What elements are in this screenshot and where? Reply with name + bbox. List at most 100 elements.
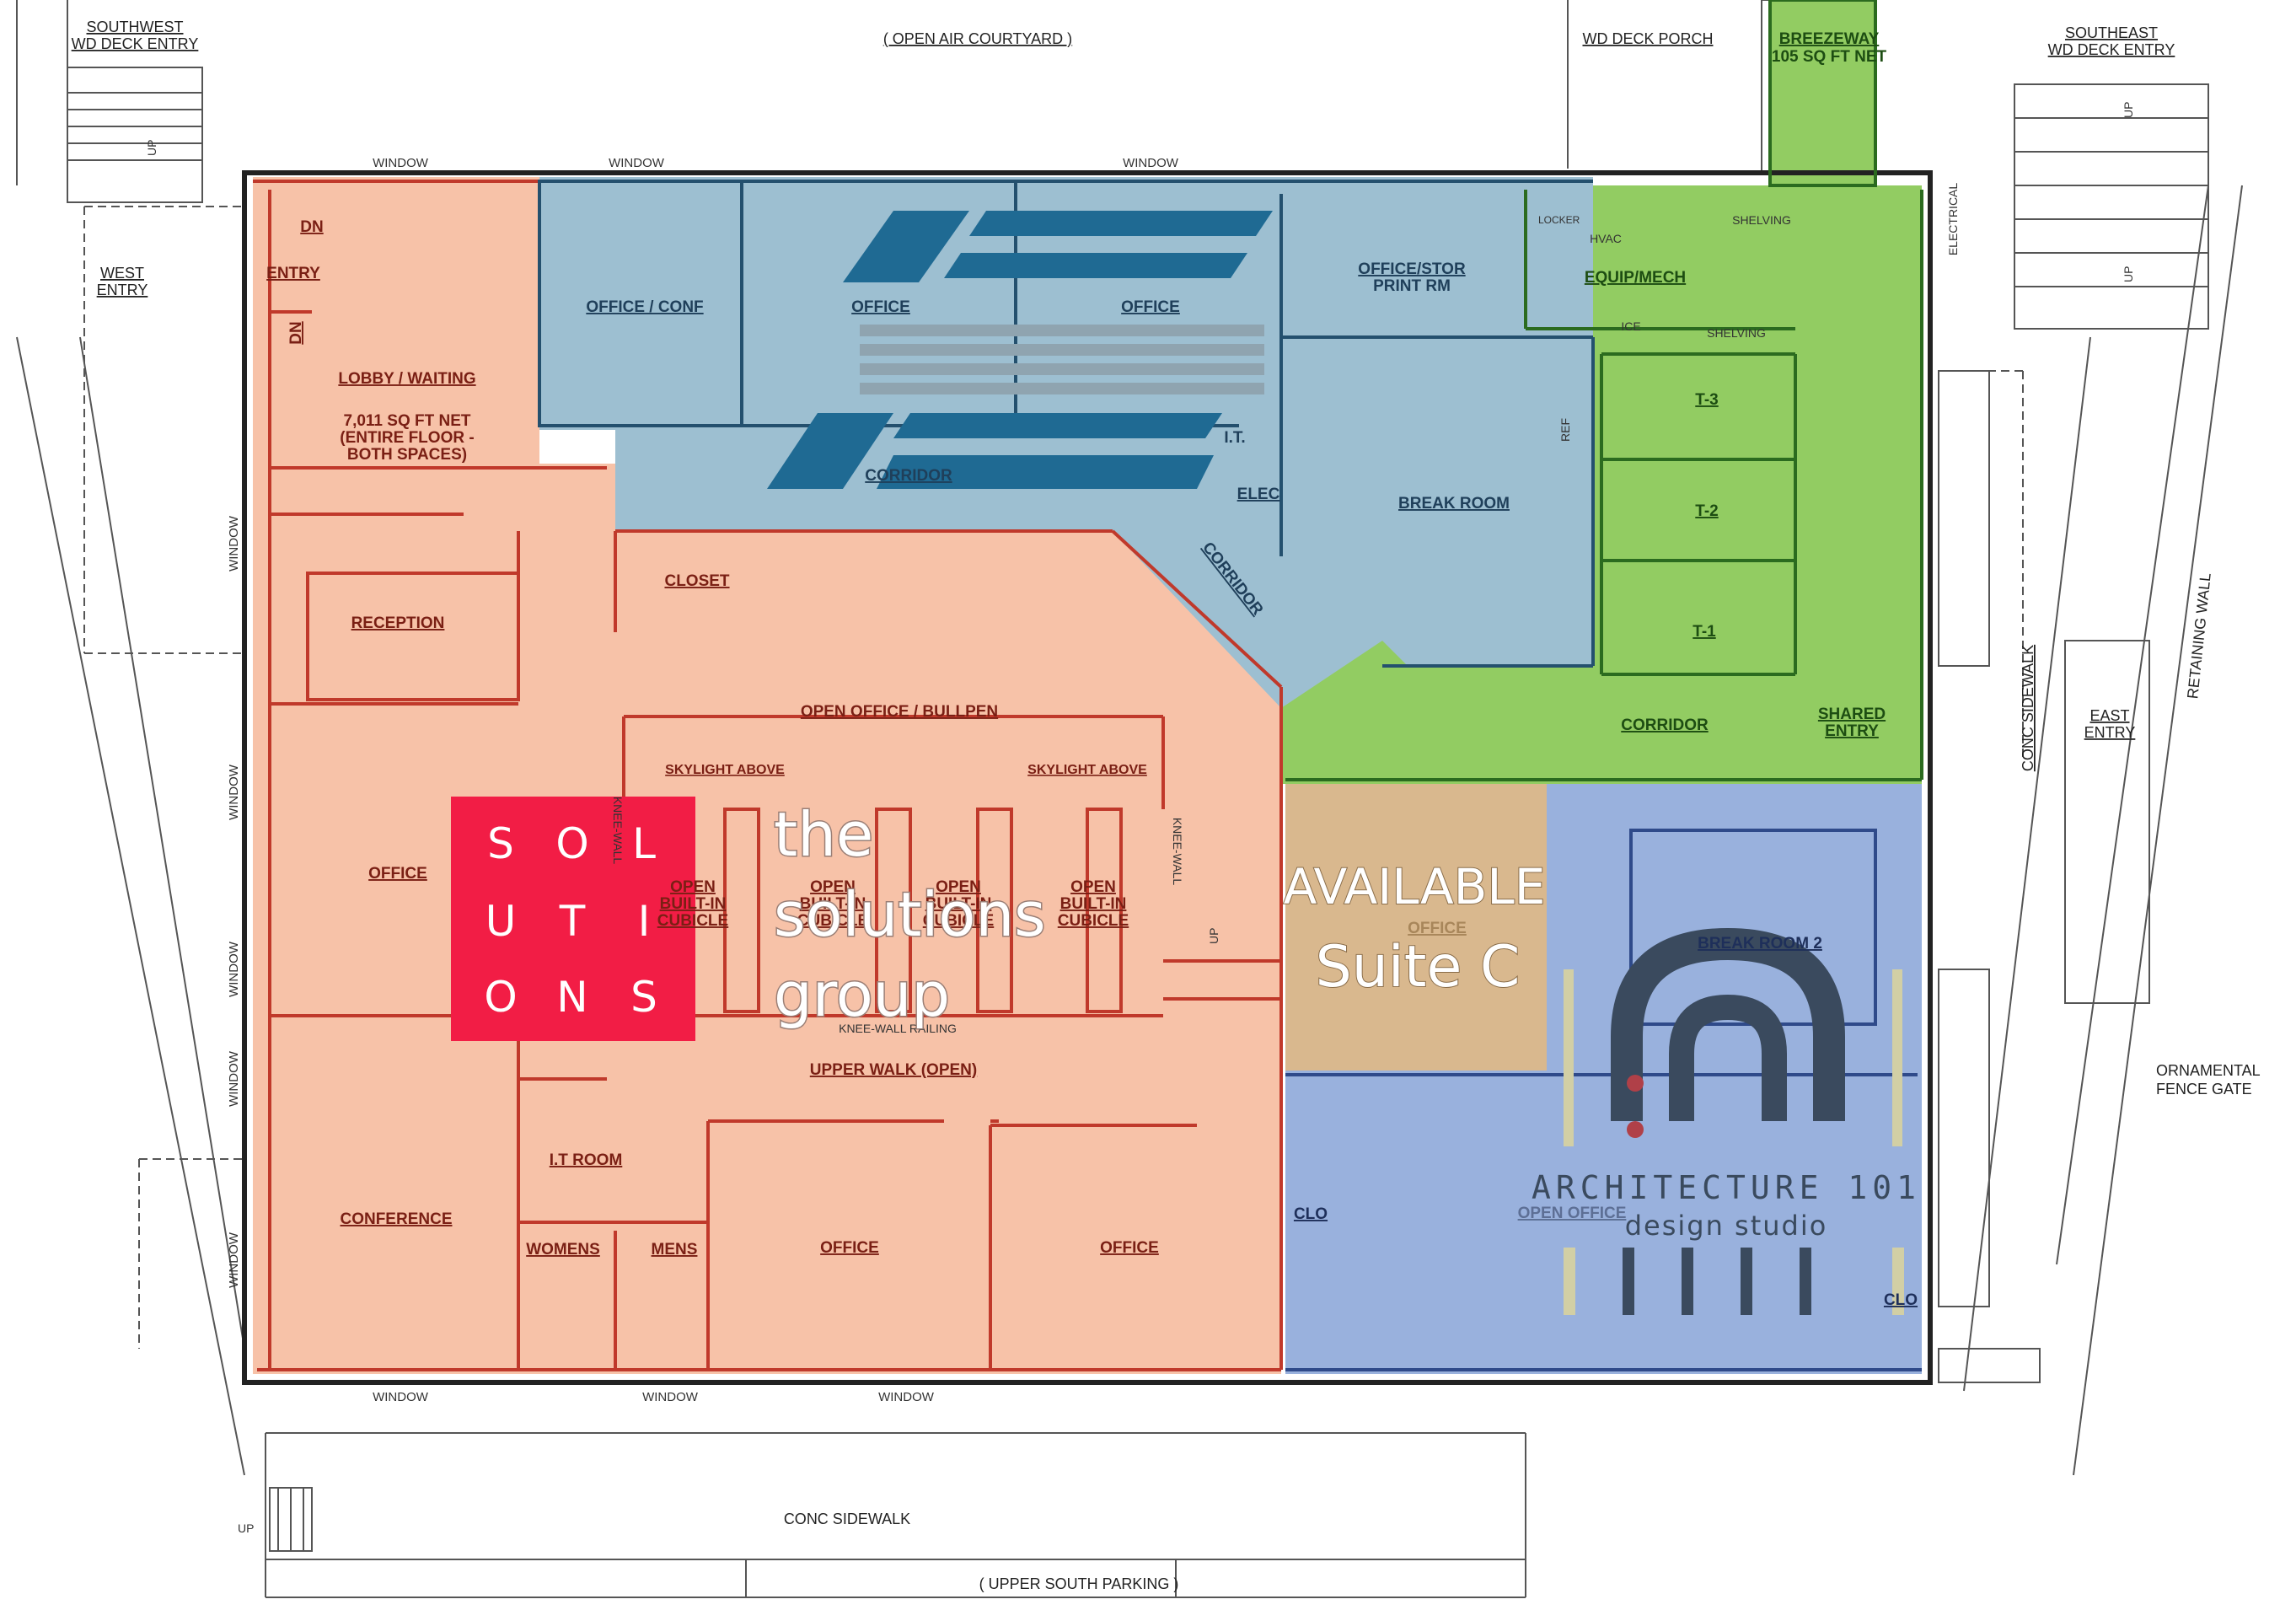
up-label-south: UP xyxy=(238,1521,254,1535)
dn-label-2: DN xyxy=(287,321,305,344)
ref-label: REF xyxy=(1558,418,1572,442)
skylight-label-2: SKYLIGHT ABOVE xyxy=(1027,763,1147,777)
corridor-north-label: CORRIDOR xyxy=(865,467,952,485)
window-label-n1: WINDOW xyxy=(373,156,429,170)
hvac-label: HVAC xyxy=(1590,232,1622,245)
office-north-1-label: OFFICE xyxy=(851,298,910,316)
corridor-green-label: CORRIDOR xyxy=(1621,716,1709,734)
up-label-se-1: UP xyxy=(2122,102,2135,118)
tan-suite xyxy=(1285,784,1547,1071)
it-room-label: I.T ROOM xyxy=(550,1151,623,1169)
office-suite-c-label: OFFICE xyxy=(1408,920,1467,937)
solutions-letter-8: N xyxy=(556,973,589,1022)
suite-c-label: Suite C xyxy=(1316,934,1521,1001)
solutions-letter-6: I xyxy=(638,897,652,946)
office-stor-line1: OFFICE/STOR xyxy=(1358,260,1466,278)
window-label-w2: WINDOW xyxy=(227,764,241,820)
entry-label: ENTRY xyxy=(266,265,320,282)
solutions-logo-text: S O L U T I O N S xyxy=(484,819,659,1022)
window-label-w3: WINDOW xyxy=(227,941,241,997)
net-area-line1: 7,011 SQ FT NET xyxy=(344,412,471,430)
office-west-label: OFFICE xyxy=(368,865,427,883)
locker-label: LOCKER xyxy=(1538,214,1580,226)
solutions-letter-9: S xyxy=(630,973,659,1022)
knee-wall-label-2: KNEE-WALL xyxy=(1171,818,1184,886)
room-fills xyxy=(253,0,1922,1374)
architecture-101-wordmark: ARCHITECTURE 101 design studio xyxy=(1532,1169,1921,1242)
upper-south-parking-label: ( UPPER SOUTH PARKING ) xyxy=(979,1575,1179,1592)
cubicle-4-line1: OPEN xyxy=(1070,878,1116,896)
solutions-letter-2: O xyxy=(555,819,590,868)
green-suite-labels: BREEZEWAY 105 SQ FT NET LOCKER HVAC SHEL… xyxy=(1538,30,1886,740)
window-label-s3: WINDOW xyxy=(878,1390,935,1404)
window-label-s1: WINDOW xyxy=(373,1390,429,1404)
cubicle-2-line1: OPEN xyxy=(810,878,856,896)
cubicle-3-line1: OPEN xyxy=(936,878,981,896)
solutions-letter-4: U xyxy=(485,897,518,946)
steel-blue-suite xyxy=(539,177,1593,708)
knee-wall-label-1: KNEE-WALL xyxy=(611,797,625,865)
open-office-lower-label: OPEN OFFICE xyxy=(1518,1205,1627,1222)
se-deck-label-1: SOUTHEAST xyxy=(2065,24,2158,41)
up-label-bullpen: UP xyxy=(1207,928,1220,944)
salmon-suite-labels: DN ENTRY DN LOBBY / WAITING 7,011 SQ FT … xyxy=(266,218,1184,1258)
t1-label: T-1 xyxy=(1692,623,1716,641)
suite-c-labels: OFFICE AVAILABLE Suite C BREAK ROOM 2 CL… xyxy=(1283,857,1918,1309)
solutions-word-group: group xyxy=(774,959,950,1030)
t2-label: T-2 xyxy=(1695,502,1718,520)
net-area-line3: BOTH SPACES) xyxy=(347,446,467,464)
se-deck-label-2: WD DECK ENTRY xyxy=(2048,41,2175,58)
cubicle-4-line3: CUBICLE xyxy=(1058,912,1129,930)
electrical-label: ELECTRICAL xyxy=(1946,183,1960,256)
east-entry-label-2: ENTRY xyxy=(2084,724,2136,741)
ice-label: ICE xyxy=(1621,319,1640,333)
courtyard-label: ( OPEN AIR COURTYARD ) xyxy=(883,30,1072,47)
wd-deck-porch-label: WD DECK PORCH xyxy=(1582,30,1713,47)
solutions-wordmark: the solutions group xyxy=(773,798,1048,1032)
upper-walk-label: UPPER WALK (OPEN) xyxy=(810,1061,977,1079)
break-room-2-label: BREAK ROOM 2 xyxy=(1698,935,1822,953)
window-label-w5: WINDOW xyxy=(227,1232,241,1288)
architecture-101-sub: design studio xyxy=(1625,1210,1828,1242)
solutions-letter-1: S xyxy=(487,819,516,868)
up-label-se-2: UP xyxy=(2122,266,2135,282)
breezeway-line2: 105 SQ FT NET xyxy=(1772,48,1887,66)
window-label-n2: WINDOW xyxy=(609,156,665,170)
office-south-1-label: OFFICE xyxy=(820,1239,879,1257)
cubicle-2-line2: BUILT-IN xyxy=(800,895,866,913)
skylight-label-1: SKYLIGHT ABOVE xyxy=(665,763,785,777)
womens-label: WOMENS xyxy=(526,1241,600,1258)
window-label-s2: WINDOW xyxy=(642,1390,699,1404)
mens-label: MENS xyxy=(652,1241,698,1258)
shared-entry-line1: SHARED xyxy=(1818,706,1886,723)
open-office-bullpen-label: OPEN OFFICE / BULLPEN xyxy=(801,703,998,721)
closet-label: CLOSET xyxy=(664,572,729,590)
ornamental-gate-label-2: FENCE GATE xyxy=(2156,1081,2252,1097)
solutions-letter-7: O xyxy=(484,973,518,1022)
net-area-line2: (ENTIRE FLOOR - xyxy=(340,429,474,447)
window-label-n3: WINDOW xyxy=(1123,156,1179,170)
shelving-label-1: SHELVING xyxy=(1732,213,1791,227)
up-label-sw: UP xyxy=(145,140,158,156)
west-entry-label-2: ENTRY xyxy=(97,282,148,298)
conc-sidewalk-east-label: CONC SIDEWALK xyxy=(2020,645,2036,771)
solutions-letter-3: L xyxy=(632,819,657,868)
available-label: AVAILABLE xyxy=(1284,858,1546,915)
shared-entry-line2: ENTRY xyxy=(1825,722,1879,740)
architecture-101-name: ARCHITECTURE 101 xyxy=(1532,1169,1921,1206)
clo-label-2: CLO xyxy=(1884,1291,1918,1309)
clo-label-1: CLO xyxy=(1294,1205,1328,1223)
office-stor-line2: PRINT RM xyxy=(1373,277,1451,295)
solutions-letter-5: T xyxy=(559,897,587,946)
solutions-logo xyxy=(451,797,695,1041)
ornamental-gate-label-1: ORNAMENTAL xyxy=(2156,1062,2261,1079)
equip-mech-label: EQUIP/MECH xyxy=(1585,269,1686,287)
break-room-label: BREAK ROOM xyxy=(1398,495,1510,513)
cubicle-1-line1: OPEN xyxy=(670,878,716,896)
reception-label: RECEPTION xyxy=(351,614,445,632)
solutions-red-box xyxy=(451,797,695,1041)
af-logo xyxy=(767,211,1273,489)
solutions-word-the: the xyxy=(774,799,873,870)
cubicle-3-line3: CUBICLE xyxy=(923,912,994,930)
